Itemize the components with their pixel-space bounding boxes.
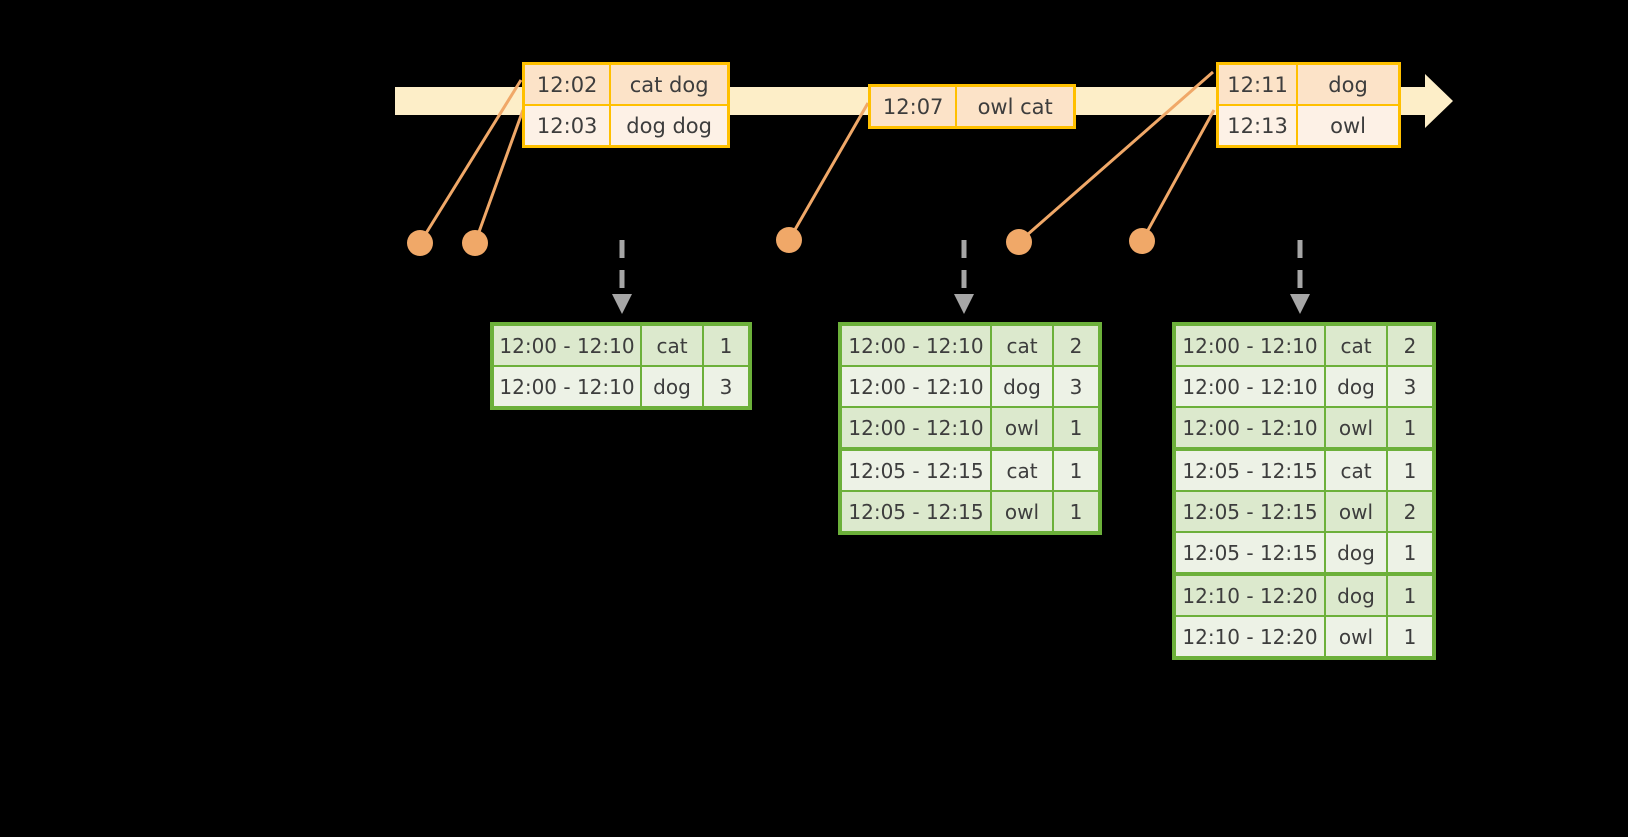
result-count: 2 [1388,326,1432,365]
result-window: 12:00 - 12:10 [1176,408,1326,447]
result-count: 1 [1054,451,1098,490]
result-count: 1 [1054,408,1098,447]
result-window: 12:10 - 12:20 [1176,576,1326,615]
event-row: 12:02 cat dog [525,65,727,104]
result-key: cat [1326,451,1388,490]
result-window: 12:00 - 12:10 [494,326,642,365]
result-window: 12:00 - 12:10 [842,326,992,365]
connector-1-dot [407,230,433,256]
event-time: 12:11 [1219,65,1299,104]
result-window: 12:05 - 12:15 [1176,451,1326,490]
result-window: 12:05 - 12:15 [842,451,992,490]
event-value: owl [1298,106,1398,145]
event-value: dog dog [611,106,727,145]
event-value: dog [1298,65,1398,104]
result-window: 12:05 - 12:15 [1176,533,1326,572]
result-count: 3 [704,367,748,406]
result-key: dog [642,367,704,406]
event-value: cat dog [611,65,727,104]
result-key: dog [1326,576,1388,615]
result-key: owl [1326,492,1388,531]
event-box-2: 12:07 owl cat [868,84,1076,129]
result-key: dog [1326,367,1388,406]
event-box-3: 12:11 dog 12:13 owl [1216,62,1401,148]
result-key: owl [992,492,1054,531]
result-count: 1 [1388,617,1432,656]
down-arrow-icon [612,240,632,314]
result-count: 1 [1054,492,1098,531]
result-key: cat [992,451,1054,490]
result-window: 12:05 - 12:15 [1176,492,1326,531]
result-window: 12:10 - 12:20 [1176,617,1326,656]
result-key: cat [1326,326,1388,365]
event-time: 12:07 [871,87,958,126]
result-count: 1 [1388,451,1432,490]
result-key: owl [992,408,1054,447]
connector-5-dot [1129,228,1155,254]
event-row: 12:07 owl cat [871,87,1073,126]
result-key: cat [992,326,1054,365]
down-arrow-icon [1290,240,1310,314]
event-row: 12:13 owl [1219,104,1398,145]
result-key: cat [642,326,704,365]
timeline-arrowhead-icon [1425,74,1453,128]
result-window: 12:00 - 12:10 [494,367,642,406]
connector-2-dot [462,230,488,256]
event-time: 12:13 [1219,106,1299,145]
result-key: owl [1326,408,1388,447]
connector-4-dot [1006,229,1032,255]
event-box-1: 12:02 cat dog 12:03 dog dog [522,62,730,148]
result-count: 2 [1388,492,1432,531]
connector-2-line [473,109,525,244]
event-row: 12:11 dog [1219,65,1398,104]
result-window: 12:00 - 12:10 [1176,326,1326,365]
result-count: 1 [1388,576,1432,615]
result-count: 1 [1388,408,1432,447]
result-count: 2 [1054,326,1098,365]
result-key: dog [1326,533,1388,572]
result-window: 12:00 - 12:10 [1176,367,1326,406]
result-window: 12:00 - 12:10 [842,367,992,406]
result-count: 3 [1388,367,1432,406]
result-count: 1 [1388,533,1432,572]
result-count: 1 [704,326,748,365]
result-key: owl [1326,617,1388,656]
event-row: 12:03 dog dog [525,104,727,145]
event-time: 12:03 [525,106,612,145]
connector-3-dot [776,227,802,253]
result-window: 12:00 - 12:10 [842,408,992,447]
event-value: owl cat [957,87,1073,126]
connector-3-line [787,102,870,241]
down-arrow-icon [954,240,974,314]
result-window: 12:05 - 12:15 [842,492,992,531]
event-time: 12:02 [525,65,612,104]
result-count: 3 [1054,367,1098,406]
connector-5-line [1140,109,1216,242]
result-key: dog [992,367,1054,406]
